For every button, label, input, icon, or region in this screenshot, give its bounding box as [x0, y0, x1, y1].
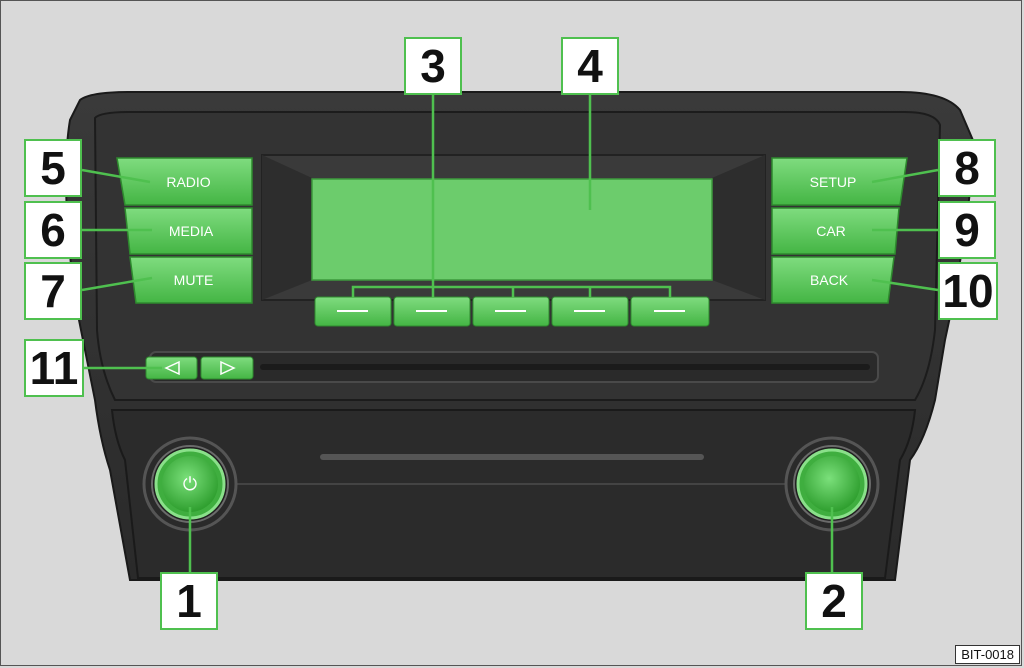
car-button[interactable]	[771, 207, 900, 255]
leader-lines	[81, 95, 939, 572]
callout-6: 6	[24, 201, 82, 259]
preset-buttons	[314, 296, 710, 327]
car-button-label: CAR	[816, 223, 846, 239]
callout-4: 4	[561, 37, 619, 95]
triangle-right-icon	[220, 360, 236, 376]
mute-button-label: MUTE	[173, 272, 214, 288]
media-button[interactable]	[124, 207, 253, 255]
callout-9: 9	[938, 201, 996, 259]
figure-reference-code: BIT-0018	[955, 645, 1020, 664]
callout-2: 2	[805, 572, 863, 630]
callout-10: 10	[938, 262, 998, 320]
cd-slot-opening	[260, 364, 870, 370]
setup-button-label: SETUP	[809, 173, 857, 190]
callout-3: 3	[404, 37, 462, 95]
leader-line-7	[81, 276, 153, 292]
callout-11: 11	[24, 339, 84, 397]
mute-button[interactable]	[129, 256, 253, 304]
radio-button[interactable]	[116, 157, 253, 206]
display-bezel-left-bevel	[262, 155, 312, 300]
lower-slot	[320, 454, 704, 460]
leader-line-10	[871, 278, 939, 292]
callout-1: 1	[160, 572, 218, 630]
back-button[interactable]	[771, 256, 895, 304]
leader-line-5	[81, 168, 151, 184]
callout-8: 8	[938, 139, 996, 197]
display-screen	[311, 178, 713, 281]
callout-5: 5	[24, 139, 82, 197]
radio-button-label: RADIO	[166, 173, 211, 190]
media-button-label: MEDIA	[168, 223, 214, 239]
setup-button[interactable]	[771, 157, 908, 206]
triangle-left-icon	[164, 360, 180, 376]
tuning-knob[interactable]	[784, 436, 880, 532]
seek-forward-button[interactable]	[200, 356, 254, 380]
display-bezel-right-bevel	[712, 155, 765, 300]
lower-face-panel	[110, 409, 917, 579]
power-volume-knob[interactable]	[142, 436, 238, 532]
callout-7: 7	[24, 262, 82, 320]
back-button-label: BACK	[809, 272, 849, 288]
leader-line-3	[351, 95, 672, 298]
power-icon: ⏻	[182, 473, 198, 494]
leader-line-8	[871, 168, 939, 184]
